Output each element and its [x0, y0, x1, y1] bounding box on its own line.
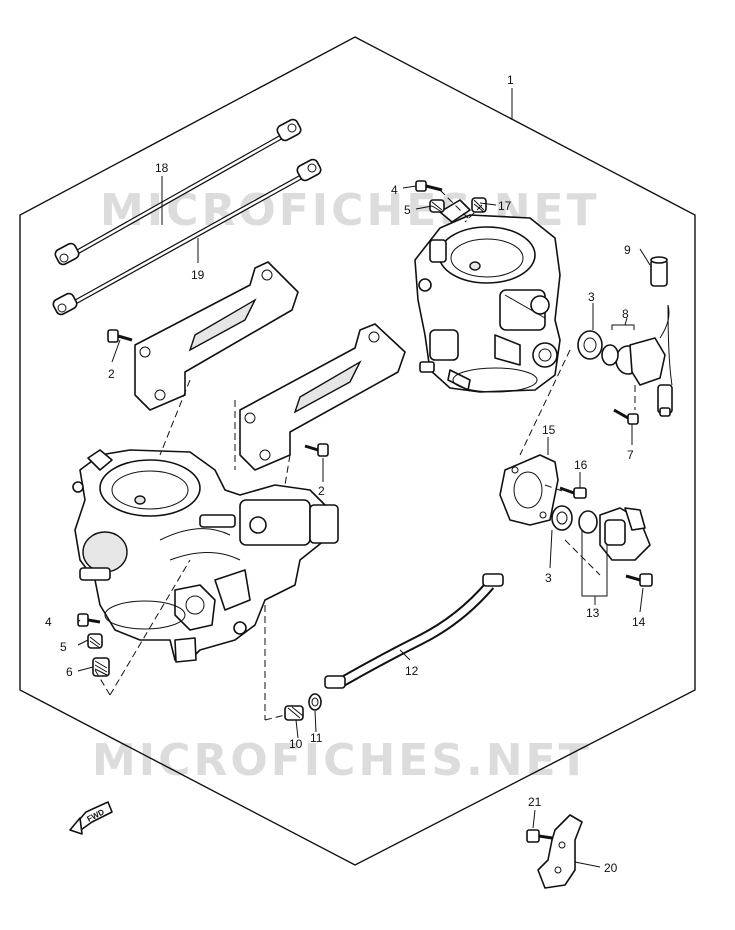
part-18-rod	[54, 118, 302, 266]
part-8-sensor	[615, 304, 673, 417]
callout-labels: 1 2 2 3 3 4 4 5 5 6 7 8 9 10 11 12 13 14…	[45, 73, 646, 875]
part-16-screw	[559, 486, 587, 499]
part-21-bolt	[526, 829, 553, 843]
part-3-seal-upper	[577, 330, 619, 366]
watermark-bottom: MICROFICHES.NET	[92, 735, 592, 786]
callout-10: 10	[289, 737, 303, 751]
callout-13: 13	[586, 606, 600, 620]
callout-7: 7	[627, 448, 634, 462]
callout-3-lower: 3	[545, 571, 552, 585]
callout-21: 21	[528, 795, 542, 809]
callout-2-right: 2	[318, 484, 325, 498]
fwd-indicator: FWD	[69, 801, 113, 835]
callout-4-upper: 4	[391, 183, 398, 197]
assembly-border	[19, 36, 696, 866]
part-3-seal-lower	[551, 505, 573, 531]
part-1-throttle-body-lower	[72, 449, 339, 663]
part-11-washer	[308, 693, 322, 711]
callout-20: 20	[604, 861, 618, 875]
callout-1: 1	[507, 73, 514, 87]
callout-11: 11	[310, 731, 323, 745]
part-7-screw	[613, 408, 639, 425]
callout-19: 19	[191, 268, 205, 282]
callout-2-left: 2	[108, 367, 115, 381]
part-15-bracket	[499, 454, 559, 526]
part-4-screw-lower	[77, 613, 101, 627]
callout-8: 8	[622, 307, 629, 321]
part-5-spring-upper	[429, 199, 445, 213]
part-20-clamp	[537, 814, 583, 889]
callout-5-upper: 5	[404, 203, 411, 217]
part-17-spring	[471, 197, 487, 213]
part-5-spring-lower	[87, 633, 103, 649]
leader-lines	[77, 88, 651, 868]
part-13-sensor	[578, 507, 651, 561]
part-12-hose	[324, 573, 504, 689]
part-2-bolt-a	[107, 329, 133, 343]
part-19-rod	[52, 158, 322, 316]
callout-3-upper: 3	[588, 290, 595, 304]
part-6-spring	[92, 657, 110, 677]
callout-14: 14	[632, 615, 646, 629]
part-10-spring	[284, 705, 304, 721]
part-14-screw	[625, 573, 653, 587]
callout-5-lower: 5	[60, 640, 67, 654]
part-2-bracket-left	[134, 261, 299, 411]
callout-16: 16	[574, 458, 588, 472]
part-1-throttle-body-upper	[414, 199, 561, 393]
part-4-screw-upper	[415, 180, 443, 192]
callout-18: 18	[155, 161, 169, 175]
dashed-lines	[94, 189, 636, 721]
callout-15: 15	[542, 423, 556, 437]
part-2-bolt-b	[304, 443, 329, 457]
part-2-bracket-right	[239, 323, 406, 471]
callout-12: 12	[405, 664, 419, 678]
callout-17: 17	[498, 199, 512, 213]
callout-6: 6	[66, 665, 73, 679]
part-9-cap	[650, 256, 668, 287]
callout-4-lower: 4	[45, 615, 52, 629]
callout-9: 9	[624, 243, 631, 257]
